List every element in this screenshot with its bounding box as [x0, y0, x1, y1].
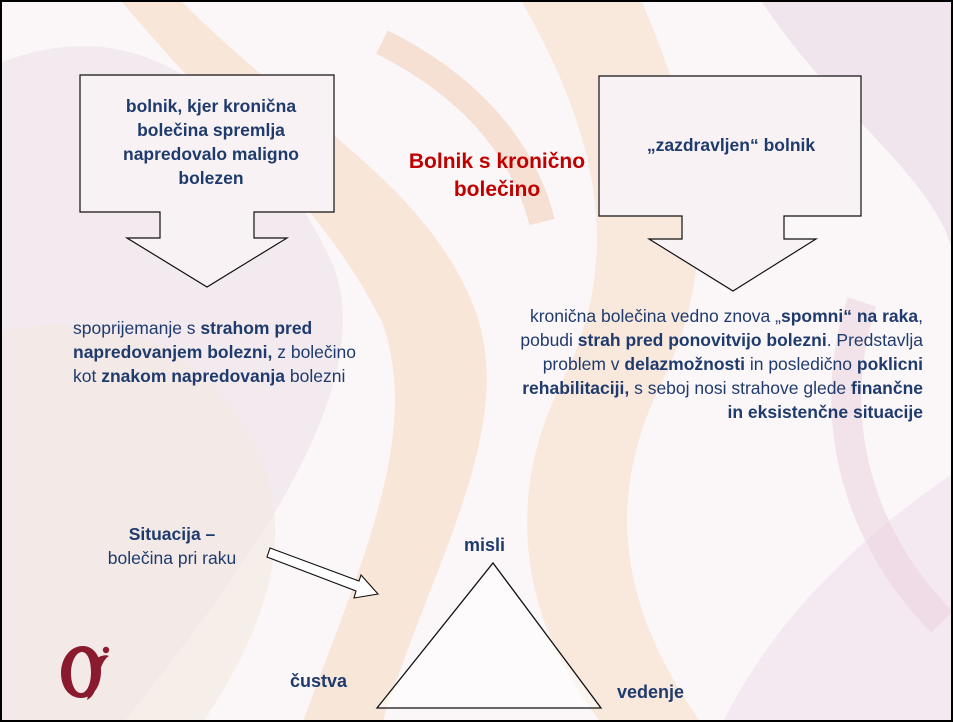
left-description: spoprijemanje s strahom pred napredovanj…: [73, 316, 373, 388]
right-text-part: kronična bolečina vedno znova „: [529, 306, 781, 326]
left-text-bold: strahom pred napredovanjem bolezni,: [73, 318, 313, 362]
right-text-bold: delazmožnosti: [624, 354, 745, 374]
left-text-part: spoprijemanje s: [73, 318, 201, 338]
slide-title: Bolnik s kronično bolečino: [408, 150, 586, 201]
left-text-part: z bolečino kot: [73, 342, 357, 386]
right-description: kronična bolečina vedno znova „spomni“ n…: [517, 304, 923, 424]
logo-icon: [61, 646, 110, 700]
right-text-part: s seboj nosi strahove glede: [629, 378, 852, 398]
right-text-part: in posledično: [744, 354, 857, 374]
right-box-text: „zazdravljen“ bolnik: [646, 135, 816, 155]
right-text-part: , pobudi: [520, 306, 923, 350]
triangle-label-left: čustva: [290, 671, 348, 691]
left-text-part: bolezni: [285, 366, 346, 386]
situation-label: Situacija – bolečina pri raku: [72, 522, 272, 570]
situation-subtitle: bolečina pri raku: [107, 548, 237, 568]
situation-arrow-icon: [266, 547, 380, 599]
triangle-label-right: vedenje: [617, 682, 685, 702]
left-box-text: bolnik, kjer kronična bolečina spremlja …: [123, 96, 299, 188]
right-text-bold: finančne in eksistenčne situacije: [727, 378, 923, 422]
left-callout-shape: [79, 74, 335, 288]
left-text-bold: znakom napredovanja: [101, 366, 286, 386]
right-text-bold: strah pred ponovitvijo bolezni: [577, 330, 827, 350]
situation-heading: Situacija –: [128, 524, 216, 544]
right-text-bold: poklicni rehabilitaciji,: [522, 354, 923, 398]
right-callout-shape: [598, 75, 862, 292]
triangle-label-top: misli: [464, 535, 506, 555]
triangle-diagram: [375, 561, 603, 709]
right-text-bold: spomni“ na raka: [780, 306, 919, 326]
right-text-part: . Predstavlja problem v: [542, 330, 923, 374]
